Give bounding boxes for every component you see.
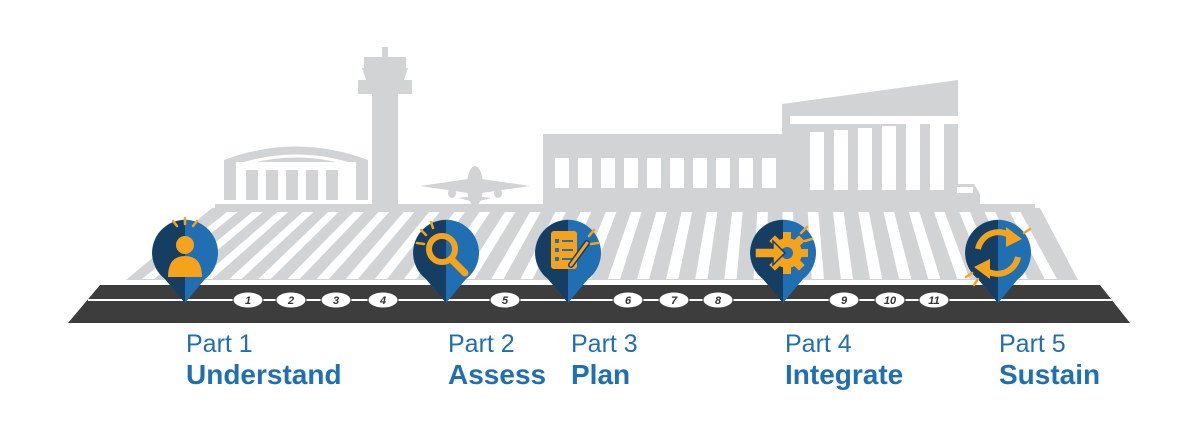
phase-part: Part 4 — [785, 330, 852, 358]
phase-part: Part 1 — [186, 330, 253, 358]
stop-number: 1 — [245, 295, 251, 307]
phase-name: Sustain — [999, 359, 1101, 390]
runway-stop-4: 4 — [367, 291, 399, 309]
pin-shade — [152, 220, 185, 303]
runway-stop-1: 1 — [232, 291, 264, 309]
apron-stripe — [200, 212, 289, 279]
runway-stop-8: 8 — [702, 291, 734, 309]
runway — [68, 285, 1130, 323]
car-icon — [950, 184, 980, 204]
apron-stripe — [607, 212, 642, 279]
hangar — [224, 146, 368, 200]
apron-stripe — [666, 212, 693, 279]
apron-stripe — [258, 212, 339, 279]
apron-stripe — [833, 212, 854, 279]
phase-pin-3 — [535, 219, 602, 303]
terminal-building — [543, 80, 958, 204]
apron-stripe — [491, 212, 541, 279]
phase-pins — [152, 216, 1032, 303]
phase-label-1: Part 1 Understand — [186, 332, 342, 389]
apron-stripe — [1009, 212, 1057, 279]
phase-name: Assess — [448, 359, 547, 390]
apron-ground — [126, 204, 1078, 280]
phase-name: Plan — [571, 359, 631, 390]
stop-marker — [612, 291, 644, 309]
phase-name: Understand — [186, 359, 342, 390]
stop-marker — [320, 291, 352, 309]
stop-number: 4 — [379, 295, 386, 307]
phase-label-3: Part 3 Plan — [571, 332, 638, 389]
apron-stripe — [345, 212, 415, 279]
apron-stripe — [636, 212, 667, 279]
stop-marker — [232, 291, 264, 309]
apron-stripe — [724, 212, 743, 279]
stop-marker — [874, 291, 906, 309]
phase-pin-2 — [413, 219, 479, 303]
runway-stop-5: 5 — [489, 291, 521, 309]
stop-number: 3 — [333, 295, 339, 307]
stop-number: 2 — [287, 295, 294, 307]
control-tower — [358, 47, 412, 204]
runway-stop-6: 6 — [612, 291, 644, 309]
phase-label-4: Part 4 Integrate — [785, 332, 903, 389]
stop-marker — [918, 291, 950, 309]
runway-stop-11: 11 — [918, 291, 950, 309]
stop-marker — [367, 291, 399, 309]
stop-marker — [658, 291, 690, 309]
apron-stripe — [934, 212, 970, 279]
apron-stripe — [695, 212, 718, 279]
phase-label-2: Part 2 Assess — [448, 332, 546, 389]
stop-number: 6 — [625, 295, 632, 307]
apron-stripe — [908, 212, 941, 279]
stop-number: 8 — [715, 295, 722, 307]
runway-stop-10: 10 — [874, 291, 906, 309]
stop-marker — [702, 291, 734, 309]
runway-stop-3: 3 — [320, 291, 352, 309]
runway-stop-7: 7 — [658, 291, 690, 309]
phase-name: Integrate — [785, 359, 904, 390]
magnifier-icon — [415, 220, 469, 277]
phase-pin-1 — [152, 216, 219, 303]
stop-number: 11 — [928, 295, 939, 307]
phase-part: Part 3 — [571, 330, 638, 358]
pin-shade — [413, 220, 446, 303]
phase-part: Part 5 — [999, 330, 1066, 358]
cycle-arrows-icon — [964, 227, 1032, 287]
person-alert-icon — [168, 216, 202, 277]
stop-marker — [275, 291, 307, 309]
checklist-pencil-icon — [551, 228, 600, 269]
runway-stop-9: 9 — [828, 291, 860, 309]
phase-pin-5 — [964, 219, 1032, 303]
phase-pin-4 — [749, 219, 816, 303]
phase-label-5: Part 5 Sustain — [999, 332, 1100, 389]
stop-number: 5 — [502, 295, 509, 307]
apron-stripe — [229, 212, 314, 279]
runway-stop-2: 2 — [275, 291, 307, 309]
airplane-icon — [420, 166, 530, 206]
stop-marker — [489, 291, 521, 309]
apron-stripe — [858, 212, 883, 279]
apron-stripe — [316, 212, 390, 279]
apron-stripe — [883, 212, 912, 279]
airport-background — [224, 47, 980, 206]
stop-number: 10 — [884, 295, 897, 307]
stop-marker — [828, 291, 860, 309]
phase-part: Part 2 — [448, 330, 515, 358]
gear-arrow-icon — [754, 225, 814, 274]
pin-shade — [965, 220, 998, 303]
stop-number: 7 — [671, 295, 678, 307]
runway-stops: 1 2 3 4 5 6 7 8 9 10 11 — [232, 291, 950, 309]
stop-number: 9 — [841, 295, 848, 307]
apron-stripe — [287, 212, 364, 279]
